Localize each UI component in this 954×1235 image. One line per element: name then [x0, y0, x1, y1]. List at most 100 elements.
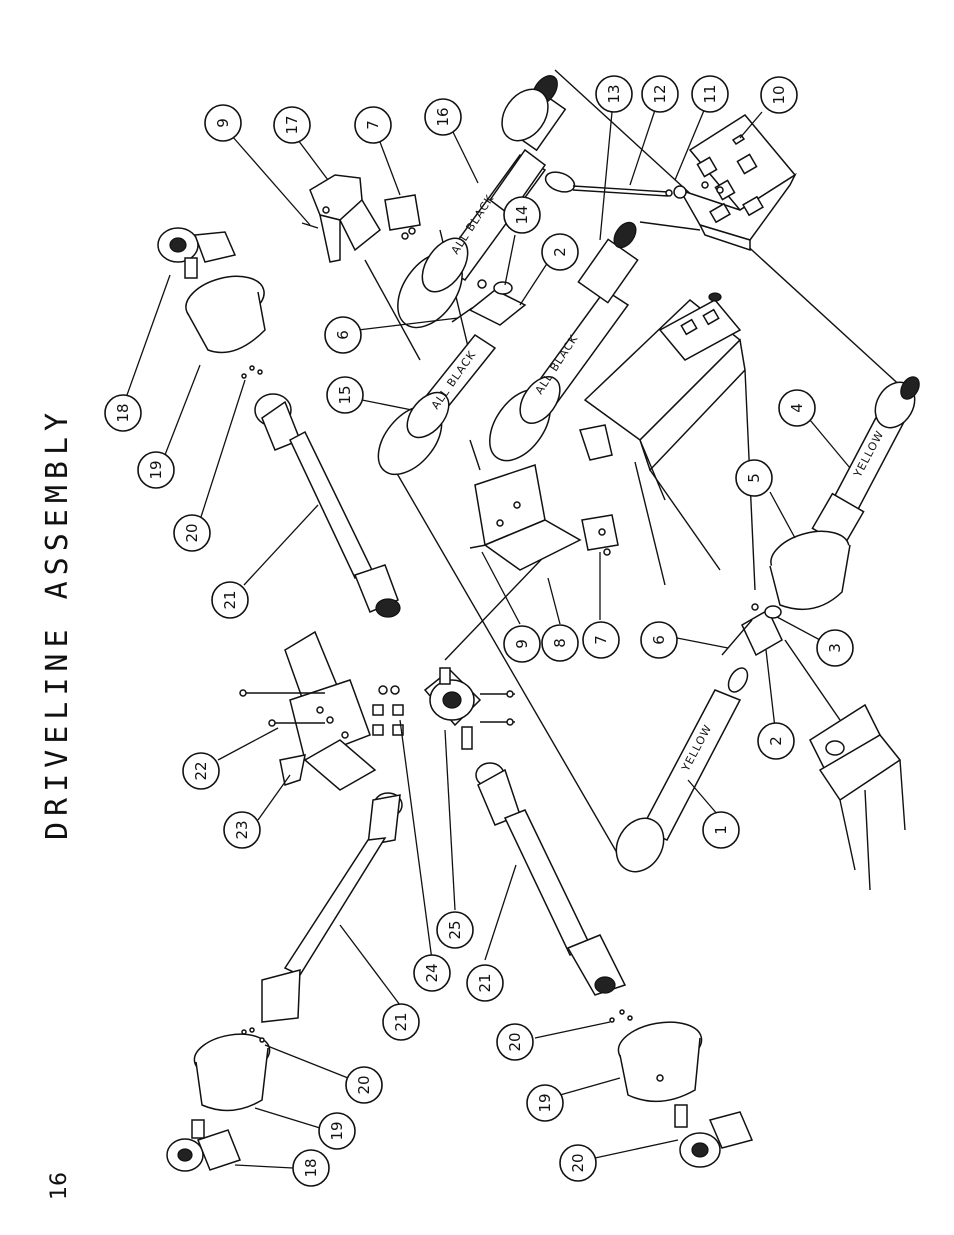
callout-24: 24: [413, 954, 451, 992]
shield-part-17: [301, 174, 381, 263]
callout-18a: 18: [104, 394, 142, 432]
shield-part-11: [678, 114, 797, 252]
callout-4: 4: [778, 389, 816, 427]
callout-20a: 20: [173, 514, 211, 552]
frame-structure-lower-right: [784, 639, 906, 891]
callout-22: 22: [182, 752, 220, 790]
svg-text:20: 20: [506, 1032, 524, 1051]
callout-1: 1: [702, 811, 740, 849]
svg-text:24: 24: [423, 963, 441, 982]
gearbox-part-25: [423, 667, 515, 750]
callout-8: 8: [541, 624, 579, 662]
callout-21c: 21: [382, 1003, 420, 1041]
callout-19c: 19: [318, 1112, 356, 1150]
svg-text:17: 17: [283, 115, 301, 134]
page-number: 16: [47, 1172, 72, 1200]
shield-part-8: [469, 464, 582, 571]
svg-text:22: 22: [192, 761, 210, 780]
svg-text:23: 23: [233, 820, 251, 839]
cup-shield-part-19-lower-left: [193, 1027, 271, 1112]
callout-20b: 20: [496, 1023, 534, 1061]
callout-6a: 6: [324, 316, 362, 354]
svg-text:9: 9: [214, 118, 232, 128]
callout-7b: 7: [582, 621, 620, 659]
svg-text:11: 11: [701, 84, 719, 103]
svg-text:19: 19: [147, 460, 165, 479]
driveshaft-part-1: YELLOW: [615, 667, 749, 873]
gearbox-part-18-upper: [157, 227, 237, 279]
svg-text:6: 6: [334, 330, 352, 340]
callout-23: 23: [223, 811, 261, 849]
bearing-plate-part-2-lower: [721, 603, 783, 657]
svg-text:14: 14: [513, 205, 531, 224]
svg-text:1: 1: [712, 825, 730, 835]
callout-2b: 2: [757, 722, 795, 760]
callout-9a: 9: [204, 104, 242, 142]
leader-lines: [126, 107, 851, 1169]
callout-7a: 7: [354, 106, 392, 144]
bolts-part-22: [239, 685, 400, 727]
callout-2a: 2: [541, 233, 579, 271]
callout-16: 16: [424, 98, 462, 136]
svg-text:21: 21: [221, 590, 239, 609]
gearbox-part-18-lower: [166, 1119, 241, 1172]
callout-3: 3: [816, 629, 854, 667]
callout-21b: 21: [466, 964, 504, 1002]
callout-20c: 20: [559, 1144, 597, 1182]
cup-shield-part-5: [769, 530, 851, 611]
svg-text:20: 20: [355, 1075, 373, 1094]
callout-14: 14: [503, 196, 541, 234]
driveshaft-part-4: YELLOW: [811, 376, 920, 548]
svg-text:20: 20: [183, 523, 201, 542]
callout-17: 17: [273, 106, 311, 144]
bracket-part-7-lower: [581, 514, 619, 556]
svg-text:2: 2: [551, 247, 569, 257]
svg-text:19: 19: [328, 1121, 346, 1140]
svg-text:21: 21: [476, 973, 494, 992]
svg-text:7: 7: [364, 120, 382, 130]
driveshaft-part-21-center: [475, 762, 627, 996]
bracket-part-7-upper: [384, 194, 421, 240]
gearbox-part-20-lower-right: [674, 1104, 754, 1168]
svg-text:16: 16: [434, 107, 452, 126]
callout-5: 5: [735, 459, 773, 497]
callout-10: 10: [760, 76, 798, 114]
bearing-plate-part-14: [451, 279, 527, 326]
svg-text:21: 21: [392, 1012, 410, 1031]
svg-text:19: 19: [536, 1093, 554, 1112]
page-title: DRIVELINE ASSEMBLY: [40, 407, 75, 840]
svg-text:25: 25: [446, 920, 464, 939]
svg-text:5: 5: [745, 473, 763, 483]
callout-18b: 18: [292, 1149, 330, 1187]
driveshaft-part-16: ALL BLACK: [397, 75, 567, 329]
callout-12: 12: [641, 75, 679, 113]
callout-19a: 19: [137, 451, 175, 489]
svg-text:4: 4: [788, 403, 806, 413]
callout-13: 13: [595, 75, 633, 113]
callout-19b: 19: [526, 1084, 564, 1122]
callout-20d: 20: [345, 1066, 383, 1104]
callout-9b: 9: [503, 625, 541, 663]
svg-text:20: 20: [569, 1153, 587, 1172]
cup-shield-part-19-upper: [185, 275, 266, 379]
shaft-label-all-black-middle: ALL BLACK: [429, 348, 479, 412]
svg-text:7: 7: [592, 635, 610, 645]
svg-text:8: 8: [551, 638, 569, 648]
driveshaft-part-21-upper: [254, 393, 401, 618]
callout-25: 25: [436, 911, 474, 949]
callout-11: 11: [691, 75, 729, 113]
svg-text:10: 10: [770, 85, 788, 104]
callout-21a: 21: [211, 581, 249, 619]
spacers-part-24: [372, 704, 404, 736]
svg-text:2: 2: [767, 736, 785, 746]
callout-15: 15: [326, 376, 364, 414]
svg-text:12: 12: [651, 84, 669, 103]
callout-6b: 6: [640, 621, 678, 659]
svg-text:3: 3: [826, 643, 844, 653]
svg-text:6: 6: [650, 635, 668, 645]
svg-text:9: 9: [513, 639, 531, 649]
pin-part-12: [544, 171, 687, 199]
driveshaft-part-15: ALL BLACK: [377, 334, 497, 476]
cup-shield-part-19-lower-right: [609, 1009, 703, 1103]
